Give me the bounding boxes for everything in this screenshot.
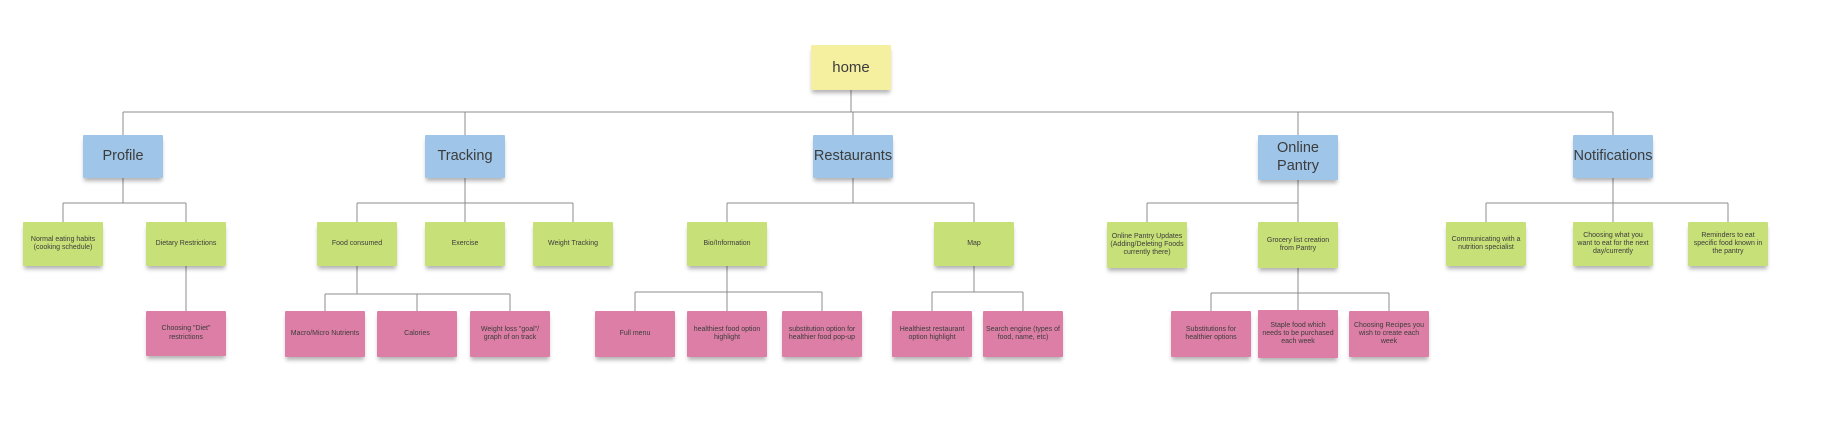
note-choosing-recipes[interactable]: Choosing Recipes you wish to create each… [1349,311,1429,357]
note-normal-eating-habits[interactable]: Normal eating habits (cooking schedule) [23,222,103,266]
note-reminders-to-eat[interactable]: Reminders to eat specific food known in … [1688,222,1768,266]
note-online-pantry-updates[interactable]: Online Pantry Updates (Adding/Deleting F… [1107,222,1187,268]
note-substitution-option[interactable]: substitution option for healthier food p… [782,311,862,357]
note-healthiest-food-option[interactable]: healthiest food option highlight [687,311,767,357]
note-full-menu[interactable]: Full menu [595,311,675,357]
note-choosing-diet-restrictions[interactable]: Choosing "Diet" restrictions [146,311,226,356]
note-substitutions-for-healthier[interactable]: Substitutions for healthier options [1171,311,1251,357]
note-food-consumed[interactable]: Food consumed [317,222,397,266]
note-home[interactable]: home [811,45,891,90]
note-profile[interactable]: Profile [83,135,163,178]
note-choosing-what-to-eat[interactable]: Choosing what you want to eat for the ne… [1573,222,1653,266]
note-search-engine[interactable]: Search engine (types of food, name, etc) [983,311,1063,357]
note-macro-micro-nutrients[interactable]: Macro/Micro Nutrients [285,311,365,357]
note-grocery-list-creation[interactable]: Grocery list creation from Pantry [1258,222,1338,268]
note-weight-tracking[interactable]: Weight Tracking [533,222,613,266]
connector-profile-family [62,178,187,311]
connector-tracking-family [324,178,574,311]
note-online-pantry[interactable]: Online Pantry [1258,135,1338,180]
note-healthiest-restaurant-option[interactable]: Healthiest restaurant option highlight [892,311,972,357]
note-tracking[interactable]: Tracking [425,135,505,178]
connector-online-pantry-family [1146,180,1390,311]
connector-restaurants-family [634,178,1024,311]
note-communicating-nutrition[interactable]: Communicating with a nutrition specialis… [1446,222,1526,266]
note-weight-loss-goal[interactable]: Weight loss "goal"/ graph of on track [470,311,550,357]
note-dietary-restrictions[interactable]: Dietary Restrictions [146,222,226,266]
note-bio-information[interactable]: Bio/Information [687,222,767,266]
note-staple-food[interactable]: Staple food which needs to be purchased … [1258,310,1338,358]
connector-notifications-family [1485,178,1729,222]
connector-root-to-branches [122,90,1614,135]
note-calories[interactable]: Calories [377,311,457,357]
note-notifications[interactable]: Notifications [1573,135,1653,178]
note-exercise[interactable]: Exercise [425,222,505,266]
note-map[interactable]: Map [934,222,1014,266]
note-restaurants[interactable]: Restaurants [813,135,893,178]
